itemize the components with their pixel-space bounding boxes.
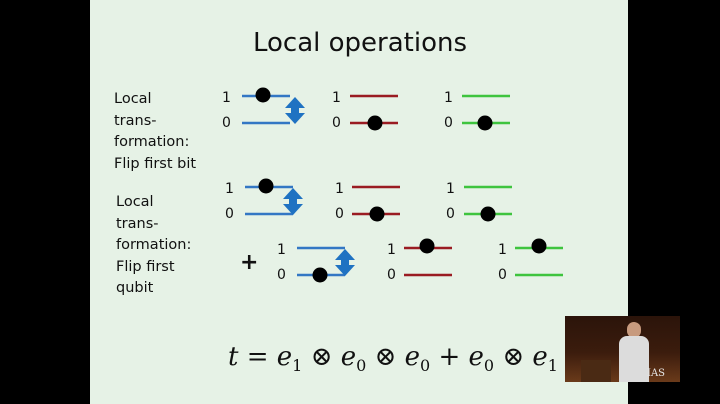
section2-line: qubit [116,280,154,296]
slide-title: Local operations [252,28,468,58]
section2-line: formation: [116,237,192,253]
tensor-product-symbol: ⊗ [310,342,333,372]
state-ball [419,238,435,254]
equation-term: e1 [276,342,303,376]
state-ball [258,178,274,194]
section1-line: trans- [114,112,157,129]
level-label-one: 1 [332,90,341,106]
level-label-zero: 0 [225,206,234,222]
state-ball [255,87,271,103]
speaker-video-inset: IAS [565,316,680,382]
level-label-zero: 0 [222,115,231,131]
state-ball [369,206,385,222]
level-label-one: 1 [446,181,455,197]
state-ball [312,267,328,283]
level-label-one: 1 [222,90,231,106]
level-label-one: 1 [335,181,344,197]
section1-line: Flip first bit [114,155,197,172]
level-label-zero: 0 [335,206,344,222]
equation-term: e0 [340,342,367,376]
speaker-body [619,336,649,382]
section1-line: Local [114,91,152,107]
level-label-one: 1 [387,242,396,258]
state-ball [477,115,493,131]
level-label-zero: 0 [332,115,341,131]
section2-line: Flip first [116,258,175,275]
plus-sign: + [240,250,259,275]
level-label-zero: 0 [277,267,286,283]
section1-line: formation: [114,134,190,150]
state-ball [480,206,496,222]
equation-term: e0 [404,342,431,376]
podium [581,360,611,382]
section2-line: Local [116,194,154,210]
level-label-zero: 0 [446,206,455,222]
equation-term: e0 [468,342,495,376]
level-label-zero: 0 [444,115,453,131]
level-label-zero: 0 [498,267,507,283]
level-label-zero: 0 [387,267,396,283]
level-label-one: 1 [498,242,507,258]
tensor-product-symbol: ⊗ [374,342,397,372]
flip-arrow-icon [285,97,305,124]
flip-arrow-icon [283,188,303,215]
section1-description: Local trans- formation: Flip first bit [114,89,196,175]
level-label-one: 1 [277,242,286,258]
equation-lhs: t [228,342,239,372]
level-label-one: 1 [444,90,453,106]
speaker-head [627,322,641,338]
tensor-product-symbol: ⊗ [502,342,525,372]
equation-term: e1 [532,342,558,376]
level-label-one: 1 [225,181,234,197]
slide-background [90,0,628,404]
tensor-equation: t = e1 ⊗ e0 ⊗ e0 + e0 ⊗ e1 ⊗ [228,342,588,375]
ias-logo: IAS [647,368,666,379]
flip-arrow-icon [335,249,355,276]
equation-plus: + [438,342,461,372]
equation-equals: = [246,342,269,372]
section2-line: trans- [116,215,159,232]
section2-description: Local trans- formation: Flip first qubit [116,192,191,300]
state-ball [531,238,547,254]
state-ball [367,115,383,131]
